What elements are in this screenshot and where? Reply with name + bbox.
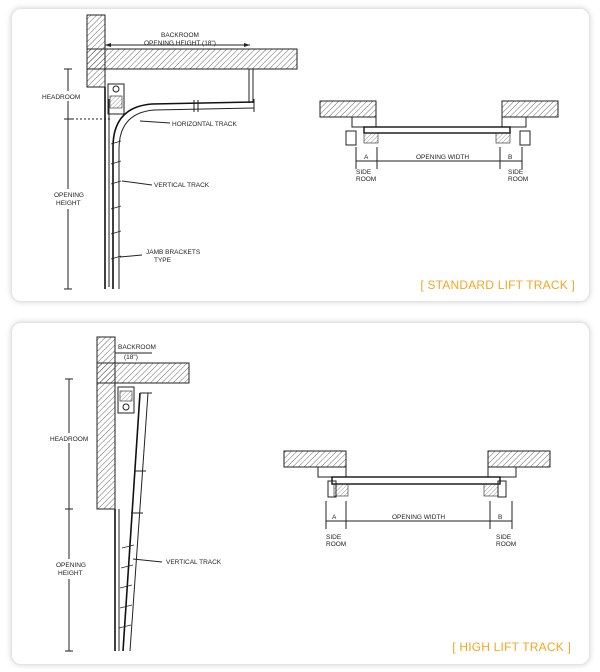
plan-side-right-label: SIDE [508, 169, 524, 176]
plan-opening-width-label: OPENING WIDTH [392, 514, 445, 521]
ceiling-slab [96, 362, 190, 384]
standard-lift-track-diagram: BACKROOM OPENING HEIGHT (18") HORIZONTAL… [40, 14, 559, 290]
standard-lift-track-caption: [ STANDARD LIFT TRACK ] [420, 278, 575, 292]
plan-room-right-label: ROOM [496, 541, 516, 548]
plan-a-label: A [364, 154, 369, 161]
plan-side-left-label: SIDE [356, 169, 372, 176]
plan-room-left-label: ROOM [356, 176, 376, 183]
horizontal-track-inner [118, 107, 255, 289]
plan-door [331, 476, 501, 485]
headroom-label: HEADROOM [50, 436, 88, 443]
plan-side-left-label: SIDE [326, 534, 342, 541]
plan-room-right-label: ROOM [508, 176, 528, 183]
spring-box [117, 386, 135, 414]
plan-opening-width-label: OPENING WIDTH [416, 154, 469, 161]
opening-height-18-label: OPENING HEIGHT (18") [144, 40, 216, 47]
plan-wall-right [487, 450, 551, 468]
eighteen-label: (18") [124, 354, 138, 361]
plan-a-label: A [332, 514, 337, 521]
spring-box [107, 83, 125, 115]
plan-wall-right [501, 100, 559, 118]
high-lift-track-diagram: BACKROOM (18") VERTICAL TRACK HEADROOM [46, 336, 551, 652]
height-label: HEIGHT [58, 570, 83, 577]
plan-side-right-label: SIDE [496, 534, 512, 541]
plan-b-label: B [508, 154, 512, 161]
plan-wall-left [319, 100, 377, 118]
opening-label: OPENING [56, 562, 86, 569]
headroom-label: HEADROOM [42, 94, 80, 101]
horizontal-track-label: HORIZONTAL TRACK [172, 121, 238, 128]
plan-wall-left [283, 450, 347, 468]
vertical-track-label: VERTICAL TRACK [166, 559, 222, 566]
backroom-label: BACKROOM [118, 344, 156, 351]
high-lift-track-panel: BACKROOM (18") VERTICAL TRACK HEADROOM [11, 322, 590, 665]
opening-label: OPENING [54, 192, 84, 199]
standard-lift-track-panel: BACKROOM OPENING HEIGHT (18") HORIZONTAL… [11, 8, 590, 302]
ceiling-slab [86, 48, 298, 70]
high-lift-track-caption: [ HIGH LIFT TRACK ] [452, 640, 571, 654]
plan-door [363, 126, 511, 134]
horizontal-track-outer [112, 101, 255, 289]
plan-b-label: B [498, 514, 502, 521]
jamb-brackets-label: JAMB BRACKETS [146, 249, 201, 256]
height-label: HEIGHT [56, 200, 81, 207]
jamb-type-label: TYPE [154, 257, 172, 264]
plan-room-left-label: ROOM [326, 541, 346, 548]
vertical-track-label: VERTICAL TRACK [154, 182, 210, 189]
backroom-label: BACKROOM [161, 32, 199, 39]
